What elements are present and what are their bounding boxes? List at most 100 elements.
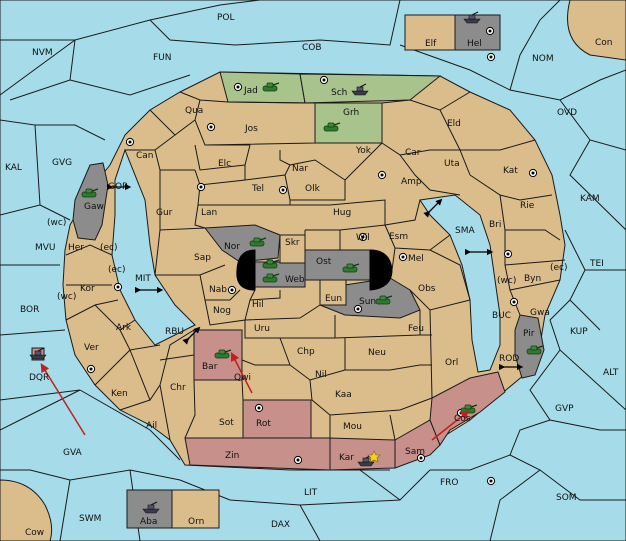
province-jad[interactable]: [219, 71, 306, 104]
label-zin: Zin: [225, 451, 239, 461]
province-eun[interactable]: [319, 279, 347, 306]
label-uru: Uru: [254, 324, 270, 334]
supply-center-icon: [254, 403, 264, 413]
label-kup: KUP: [570, 327, 588, 337]
label-olk: Olk: [305, 184, 321, 194]
province-sam[interactable]: [394, 419, 441, 469]
label-hug: Hug: [333, 208, 351, 218]
label-chr: Chr: [170, 383, 186, 393]
label-can: Can: [136, 151, 154, 161]
label-elf: Elf: [425, 39, 437, 49]
label-sap: Sap: [194, 253, 211, 263]
label-swm: SWM: [79, 514, 101, 524]
label-som: SOM: [556, 493, 577, 503]
province-pir[interactable]: [514, 314, 545, 379]
label-nar: Nar: [292, 164, 308, 174]
province-elf[interactable]: [404, 14, 456, 51]
label-hel: Hel: [467, 39, 482, 49]
province-nor[interactable]: [204, 224, 281, 263]
label-qua: Qua: [185, 106, 203, 116]
province-orn[interactable]: [171, 489, 220, 529]
label-nom: NOM: [532, 54, 554, 64]
label-gvg: GVG: [52, 158, 72, 168]
label-obs: Obs: [418, 284, 436, 294]
label-bor: BOR: [20, 305, 39, 315]
label-tei: TEI: [589, 259, 604, 269]
label-amp: Amp: [401, 177, 422, 187]
province-grh[interactable]: [314, 102, 383, 144]
label-eld: Eld: [447, 119, 461, 129]
supply-center-icon: [485, 26, 495, 36]
label-nor: Nor: [224, 242, 240, 252]
label-ken: Ken: [111, 389, 128, 399]
order-arrow-icon: [431, 410, 470, 441]
label-ovd: OVD: [557, 108, 577, 118]
label-pol: POL: [217, 13, 235, 23]
label-dqr: DQR: [29, 373, 49, 383]
label-ec-her: (ec): [100, 243, 118, 253]
supply-center-icon: [528, 168, 538, 178]
label-orn: Orn: [188, 517, 204, 527]
order-arrows: [40, 351, 470, 441]
label-orl: Orl: [445, 358, 458, 368]
label-nil: Nil: [315, 370, 327, 380]
label-jos: Jos: [244, 124, 258, 134]
label-mou: Mou: [343, 422, 362, 432]
province-skr[interactable]: [279, 234, 306, 264]
label-fun: FUN: [153, 53, 172, 63]
supply-center-icon: [206, 122, 216, 132]
label-qwi: Qwi: [234, 373, 251, 383]
label-aba: Aba: [140, 517, 157, 527]
label-gaw: Gaw: [84, 202, 104, 212]
label-cow: Cow: [25, 528, 44, 538]
label-gwa: Gwa: [530, 308, 550, 318]
label-kat: Kat: [503, 166, 518, 176]
supply-center-icon: [503, 249, 513, 259]
label-ec-byn: (ec): [550, 263, 568, 273]
province-con[interactable]: [567, 0, 626, 61]
supply-center-icon: [398, 252, 408, 262]
label-ver: Ver: [84, 343, 99, 353]
province-zin[interactable]: [184, 437, 331, 471]
label-fro: FRO: [440, 478, 459, 488]
supply-center-icon: [125, 137, 135, 147]
order-arrow-icon: [40, 363, 86, 436]
label-ark: Ark: [116, 323, 132, 333]
label-her: Her: [68, 243, 84, 253]
label-gva: GVA: [63, 448, 83, 458]
province-ost[interactable]: [304, 249, 371, 281]
label-mvu: MVU: [35, 243, 56, 253]
order-arrow-icon: [230, 351, 253, 394]
label-cob: COB: [302, 43, 322, 53]
passage-arrows: [106, 183, 524, 371]
label-elc: Elc: [218, 159, 231, 169]
label-rot: Rot: [256, 419, 271, 429]
label-kor: Kor: [80, 284, 95, 294]
province-labels: POL NVM FUN COB NOM Con Elf Hel OVD KAL …: [5, 13, 619, 538]
label-neu: Neu: [368, 348, 386, 358]
label-cos: Cos: [454, 414, 471, 424]
passage-arrow-icon: [182, 326, 201, 345]
label-wc-gaw: (wc): [47, 218, 66, 228]
label-gvp: GVP: [555, 404, 574, 414]
label-ec-kor: (ec): [108, 265, 126, 275]
label-bri: Bri: [489, 220, 501, 230]
land-boundaries: [65, 91, 566, 441]
province-gaw[interactable]: [72, 162, 109, 241]
impassable-west: [236, 249, 256, 291]
label-sch: Sch: [331, 88, 347, 98]
province-rot[interactable]: [242, 399, 312, 439]
label-tel: Tel: [251, 184, 264, 194]
province-cow[interactable]: [0, 479, 53, 541]
province-sma[interactable]: [419, 194, 501, 373]
supply-center-icon: [486, 52, 496, 62]
label-ost: Ost: [316, 257, 332, 267]
label-nog: Nog: [213, 306, 231, 316]
province-sea-inner[interactable]: [111, 148, 196, 346]
label-wc-kor: (wc): [57, 292, 76, 302]
label-ail: Ail: [146, 421, 157, 431]
label-web: Web: [285, 275, 305, 285]
label-yok: Yok: [355, 146, 372, 156]
supply-center-icon: [227, 285, 237, 295]
